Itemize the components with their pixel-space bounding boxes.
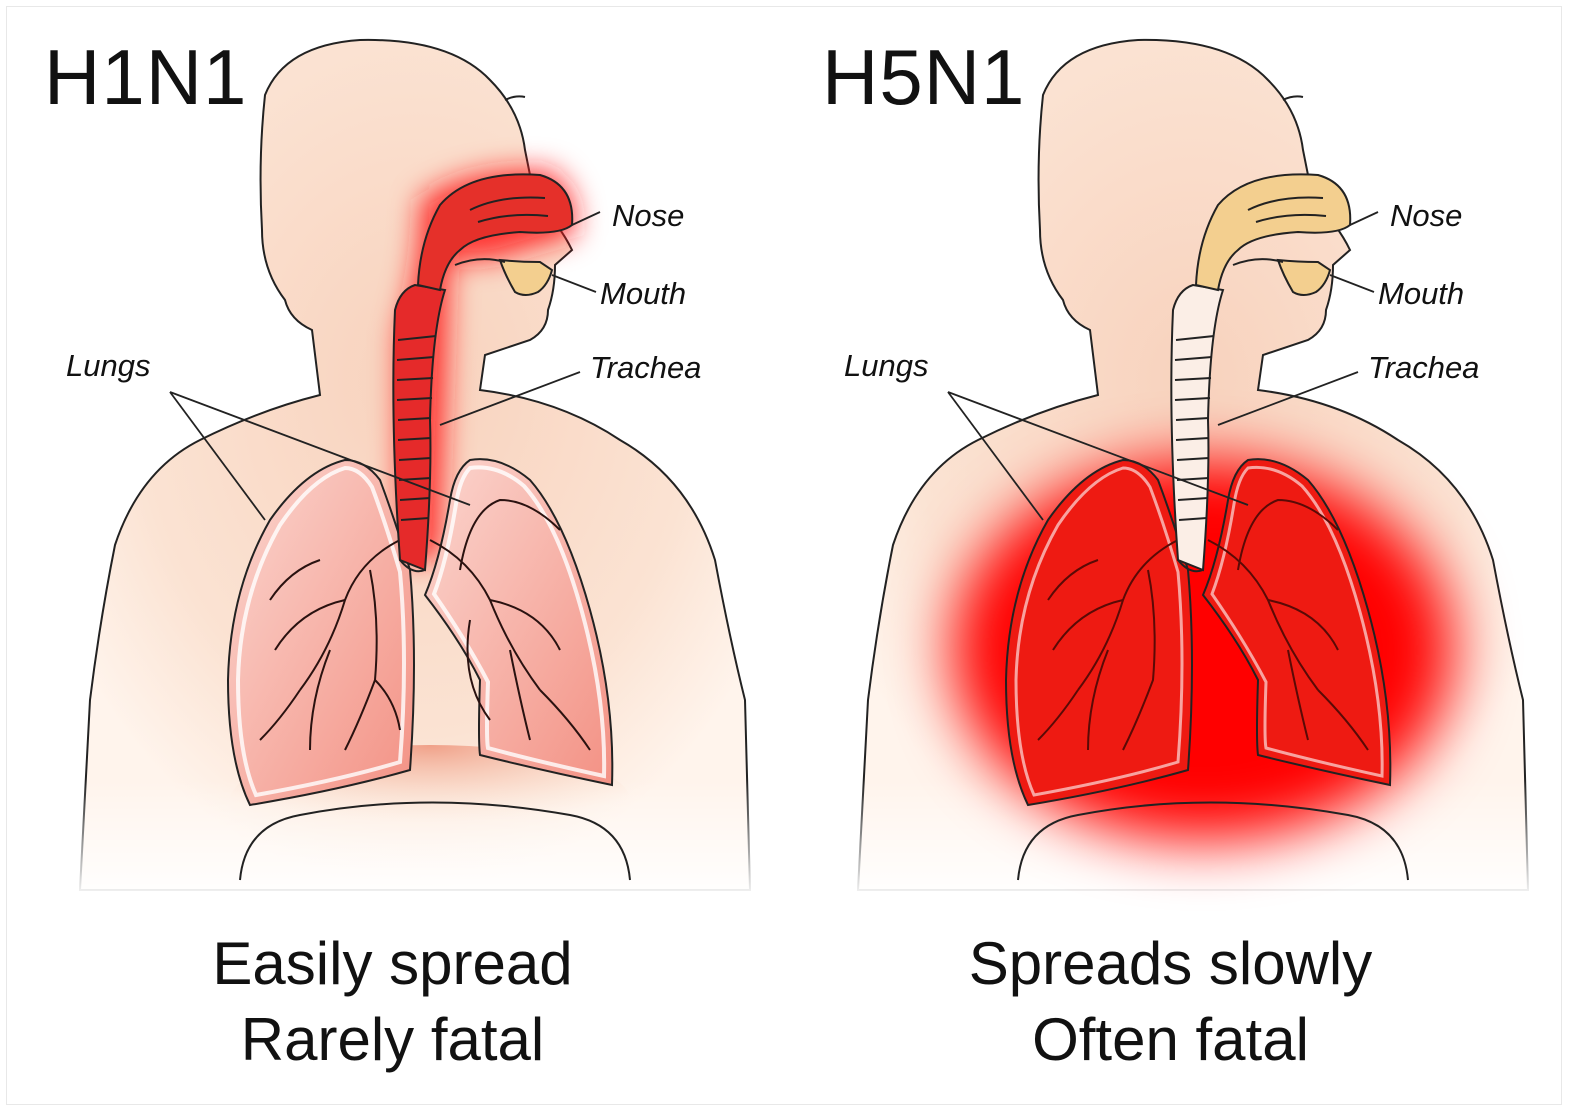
caption-line-1: Easily spread (0, 934, 785, 994)
panel-h5n1: H5N1 Nose Mouth Trachea Lungs Spreads sl… (778, 0, 1563, 1113)
mouth-label: Mouth (600, 278, 686, 309)
h1n1-respiratory-diagram (0, 0, 785, 900)
panel-title: H5N1 (822, 38, 1025, 116)
ear-line (1283, 96, 1303, 100)
nose-label: Nose (1390, 200, 1462, 231)
caption-line-2: Often fatal (778, 1010, 1563, 1070)
h5n1-respiratory-diagram (778, 0, 1563, 900)
mouth-label: Mouth (1378, 278, 1464, 309)
caption-line-2: Rarely fatal (0, 1010, 785, 1070)
caption-line-1: Spreads slowly (778, 934, 1563, 994)
lungs-label: Lungs (844, 350, 928, 381)
trachea-label: Trachea (1368, 352, 1479, 383)
nose-label: Nose (612, 200, 684, 231)
ear-line (505, 96, 525, 100)
trachea-label: Trachea (590, 352, 701, 383)
panel-h1n1: H1N1 Nose Mouth Trachea Lungs Easily spr… (0, 0, 785, 1113)
lungs-label: Lungs (66, 350, 150, 381)
panel-title: H1N1 (44, 38, 247, 116)
